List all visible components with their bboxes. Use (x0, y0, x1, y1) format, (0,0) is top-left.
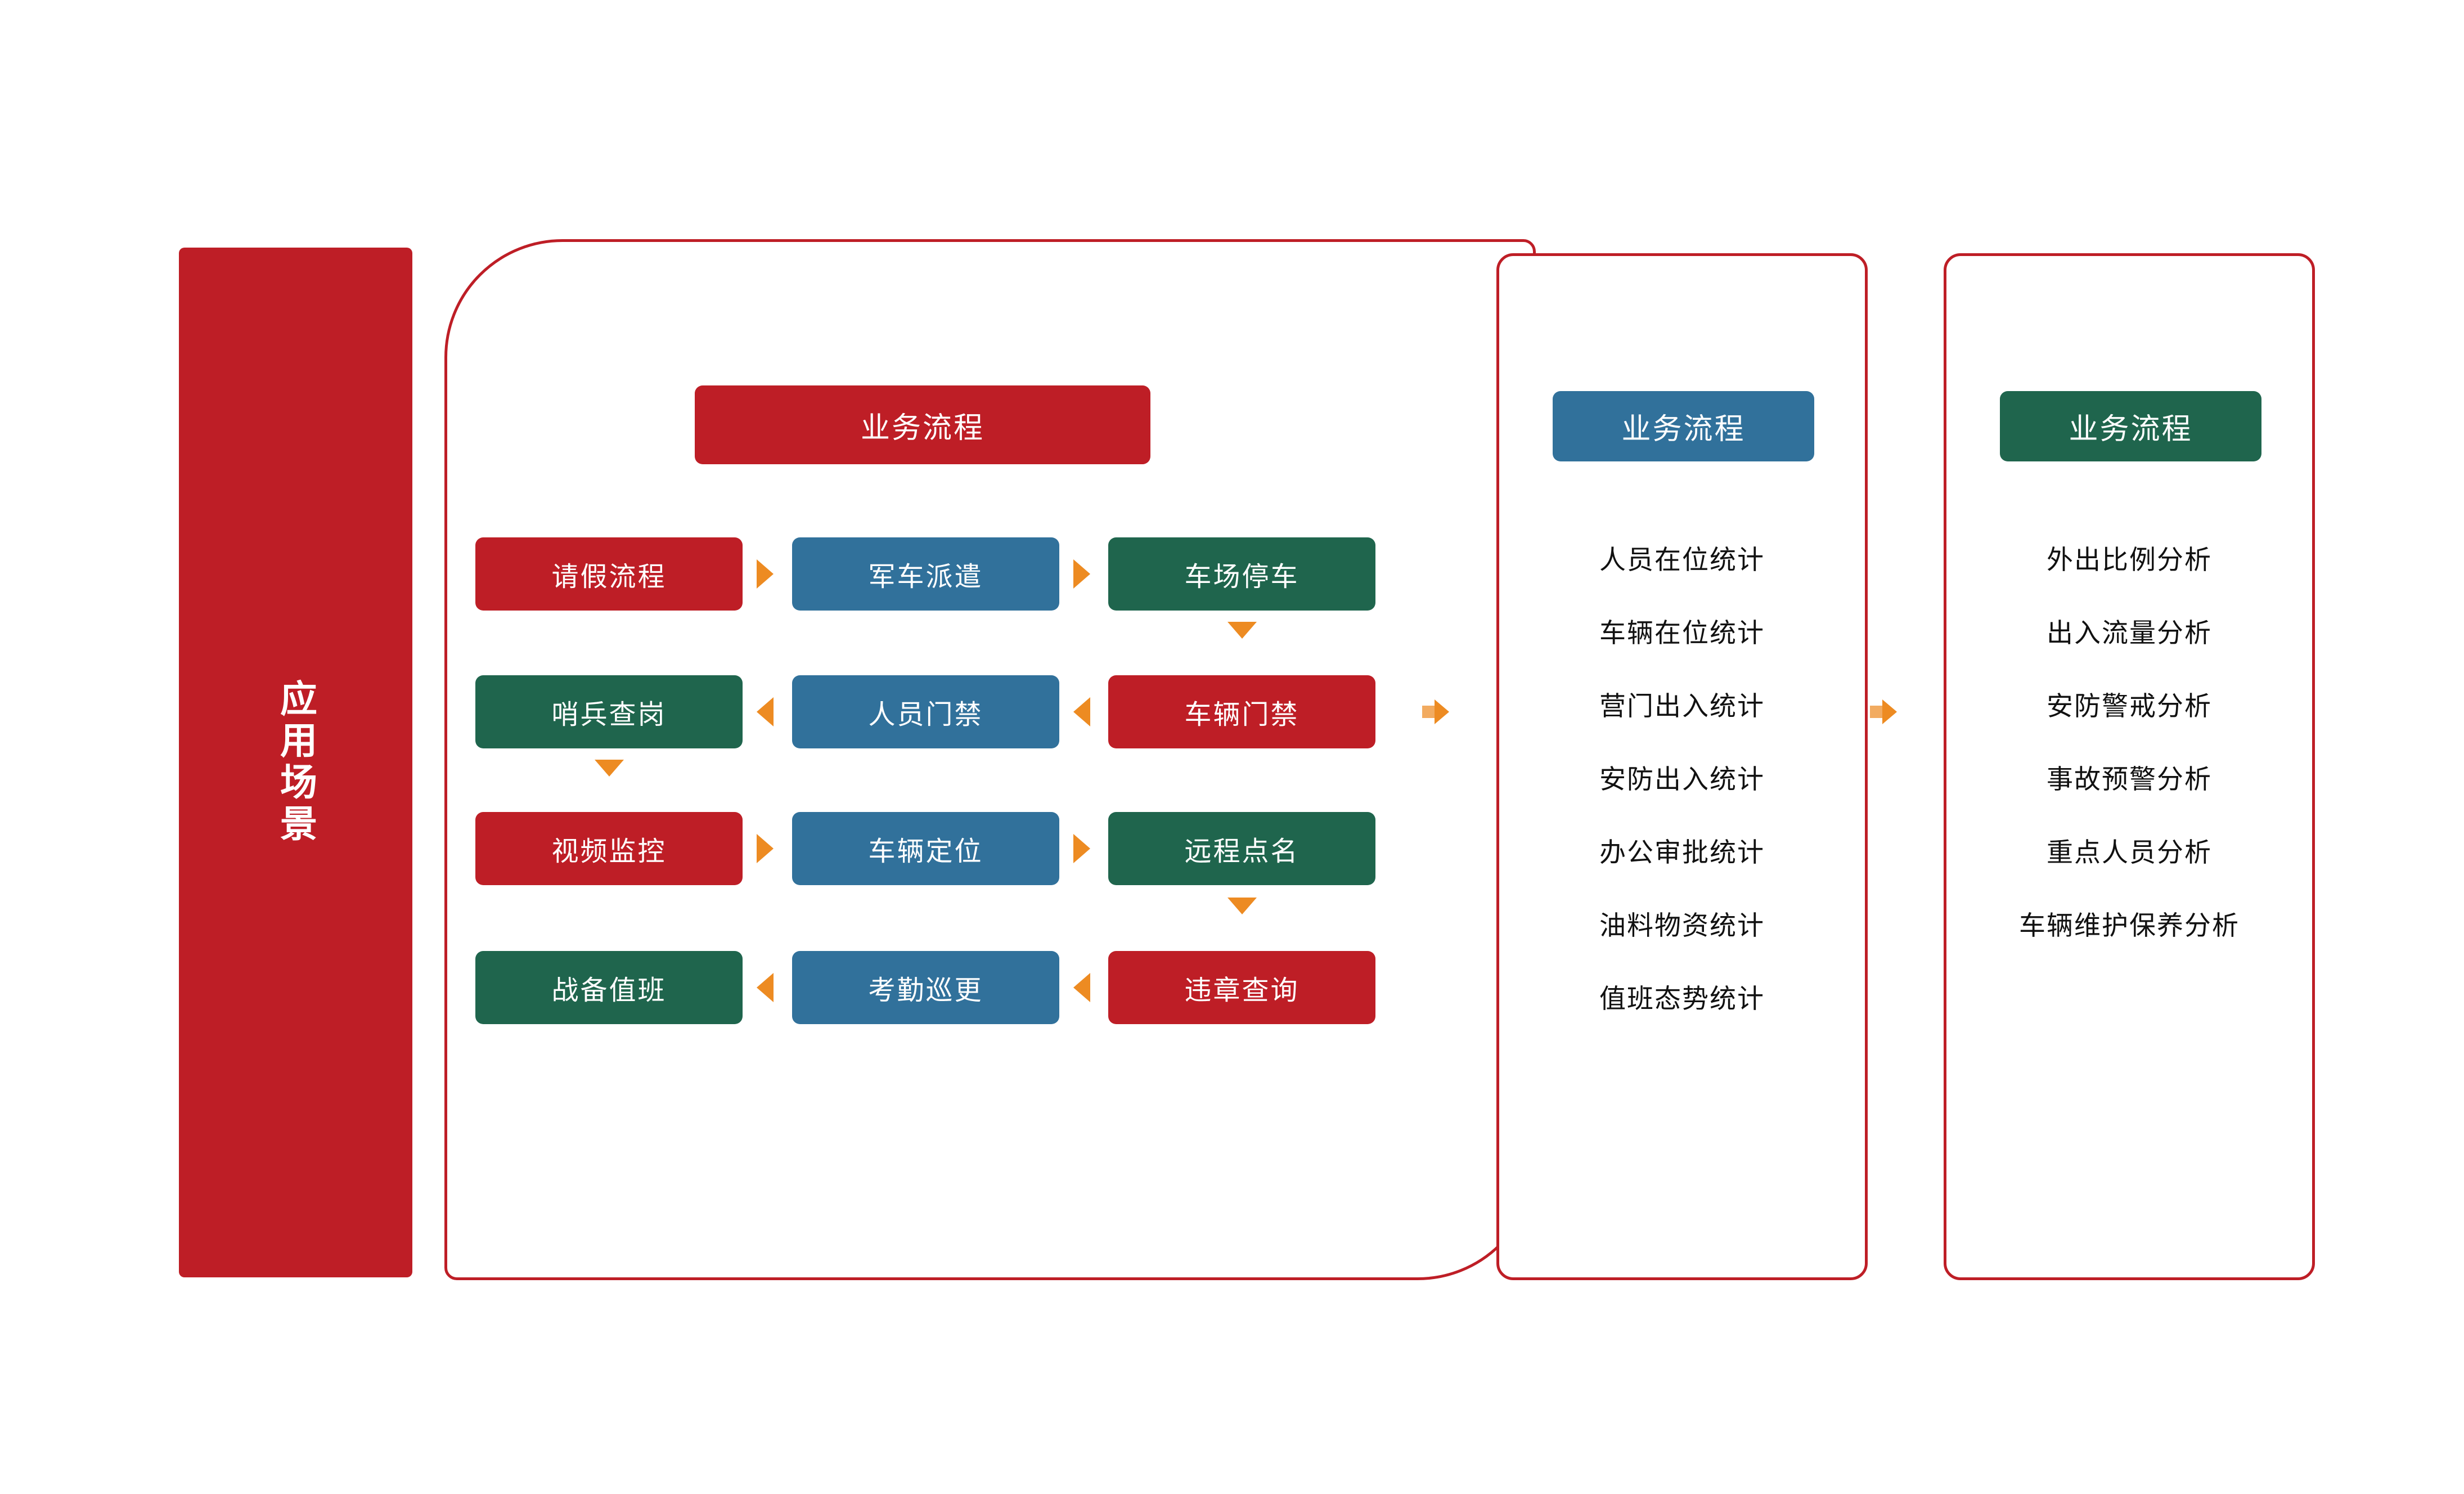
list-item[interactable]: 外出比例分析 (2047, 544, 2212, 575)
process-panel-header: 业务流程 (695, 385, 1150, 464)
flow-box-label: 车辆门禁 (1184, 700, 1300, 730)
flow-box-label: 军车派遣 (868, 562, 983, 592)
flow-box-label: 考勤巡更 (868, 976, 983, 1006)
flow-box-yuanchengdianming[interactable]: 远程点名 (1108, 812, 1375, 885)
arrow-left-icon (1073, 973, 1090, 1002)
statistics-panel-header: 业务流程 (1553, 391, 1814, 461)
arrow-left-icon (1073, 697, 1090, 726)
arrow-right-icon (1435, 699, 1449, 724)
list-item[interactable]: 出入流量分析 (2047, 617, 2212, 648)
flow-box-label: 违章查询 (1184, 976, 1300, 1006)
statistics-panel-header-label: 业务流程 (1621, 413, 1746, 446)
list-item[interactable]: 值班态势统计 (1599, 983, 1765, 1013)
flow-box-junchepaiqian[interactable]: 军车派遣 (792, 537, 1059, 611)
flow-box-kaoqinxungeng[interactable]: 考勤巡更 (792, 951, 1059, 1024)
list-item[interactable]: 油料物资统计 (1599, 910, 1765, 940)
flow-box-shaobingchagang[interactable]: 哨兵查岗 (475, 675, 743, 748)
statistics-list: 人员在位统计 车辆在位统计 营门出入统计 安防出入统计 办公审批统计 油料物资统… (1496, 521, 1868, 1033)
scenario-bar-label: 应用场景 (275, 679, 317, 846)
arrow-left-icon (757, 973, 774, 1002)
flow-box-weizhangchaxun[interactable]: 违章查询 (1108, 951, 1375, 1024)
flow-box-label: 哨兵查岗 (551, 700, 667, 730)
process-panel-header-label: 业务流程 (860, 411, 984, 445)
list-item[interactable]: 车辆在位统计 (1599, 617, 1765, 648)
arrow-left-icon (757, 697, 774, 726)
list-item[interactable]: 重点人员分析 (2047, 837, 2212, 867)
analysis-list: 外出比例分析 出入流量分析 安防警戒分析 事故预警分析 重点人员分析 车辆维护保… (1944, 521, 2315, 959)
flow-box-label: 请假流程 (551, 562, 667, 592)
flow-box-zhanbeizhiban[interactable]: 战备值班 (475, 951, 743, 1024)
flow-box-cheliangmenjin[interactable]: 车辆门禁 (1108, 675, 1375, 748)
flow-box-qingjialiucheng[interactable]: 请假流程 (475, 537, 743, 611)
list-item[interactable]: 事故预警分析 (2047, 764, 2212, 794)
flow-box-chechangtingche[interactable]: 车场停车 (1108, 537, 1375, 611)
arrow-right-icon (757, 559, 774, 589)
arrow-right-icon (1073, 834, 1090, 863)
flow-box-renyuanmenjin[interactable]: 人员门禁 (792, 675, 1059, 748)
list-item[interactable]: 安防警戒分析 (2047, 690, 2212, 721)
list-item[interactable]: 安防出入统计 (1599, 764, 1765, 794)
list-item[interactable]: 车辆维护保养分析 (2019, 910, 2240, 940)
scenario-bar: 应用场景 (179, 248, 412, 1277)
flow-box-label: 车场停车 (1184, 562, 1300, 592)
flow-box-label: 战备值班 (551, 976, 667, 1006)
analysis-panel-header-label: 业务流程 (2069, 413, 2193, 446)
arrow-down-icon (595, 760, 624, 777)
flow-box-shipinjiankong[interactable]: 视频监控 (475, 812, 743, 885)
arrow-tail (1870, 706, 1883, 718)
flow-box-label: 人员门禁 (868, 700, 983, 730)
arrow-down-icon (1227, 898, 1257, 914)
arrow-right-icon (757, 834, 774, 863)
arrow-right-icon (1073, 559, 1090, 589)
flow-box-label: 视频监控 (551, 837, 667, 867)
arrow-tail (1422, 706, 1436, 718)
flow-box-cheliangdingwei[interactable]: 车辆定位 (792, 812, 1059, 885)
arrow-right-icon (1882, 699, 1897, 724)
analysis-panel-header: 业务流程 (2000, 391, 2261, 461)
list-item[interactable]: 人员在位统计 (1599, 544, 1765, 575)
flow-box-label: 车辆定位 (868, 837, 983, 867)
arrow-down-icon (1227, 622, 1257, 639)
list-item[interactable]: 办公审批统计 (1599, 837, 1765, 867)
list-item[interactable]: 营门出入统计 (1599, 690, 1765, 721)
flow-box-label: 远程点名 (1184, 837, 1300, 867)
